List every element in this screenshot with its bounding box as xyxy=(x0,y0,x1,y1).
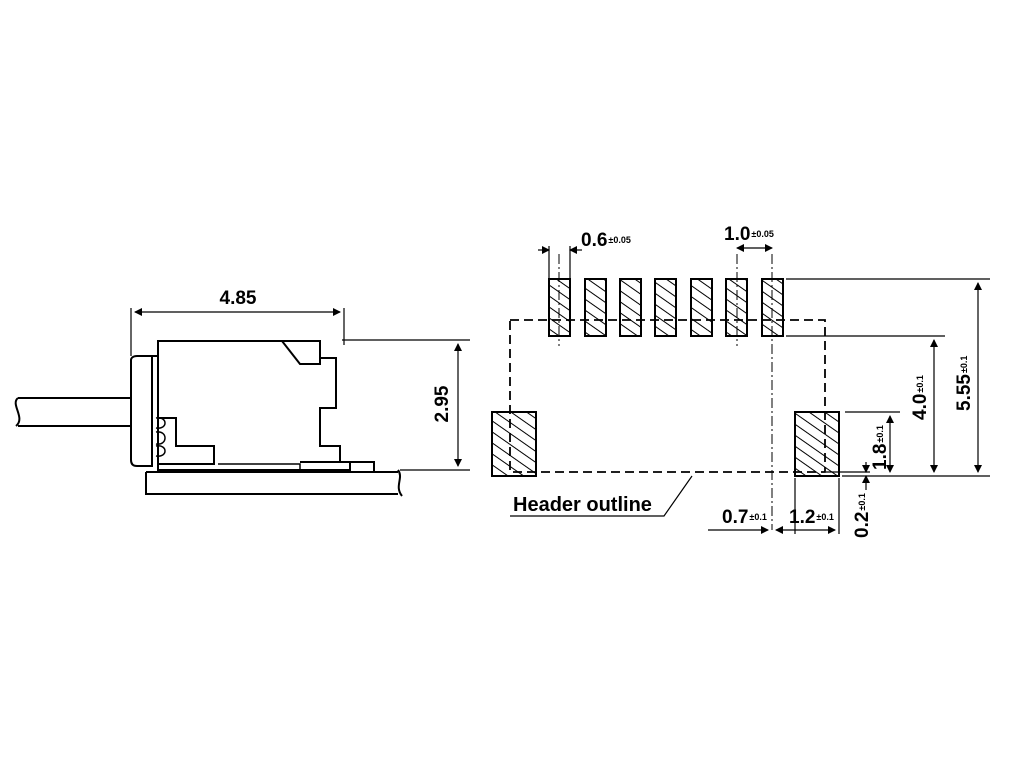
connector-body xyxy=(157,340,375,472)
pitch-dim-label: 0.6±0.05 xyxy=(581,230,631,251)
header-outline-rect xyxy=(509,319,826,473)
side-view: 4.85 2.95 xyxy=(14,288,470,497)
offset-dim-label: 0.2±0.1 xyxy=(852,493,873,538)
mount-height-dim-label: 1.8±0.1 xyxy=(870,425,891,470)
gap-dim-label: 0.7±0.1 xyxy=(722,507,767,528)
pad-center-lines xyxy=(558,254,773,530)
pad-4 xyxy=(654,278,677,337)
header-outline-callout: Header outline xyxy=(510,475,693,517)
plug-head xyxy=(130,355,166,467)
mount-width-dim-label: 1.2±0.1 xyxy=(789,507,834,528)
pitch-dimension: 0.6±0.05 xyxy=(538,230,631,282)
depth-dim-label: 4.0±0.1 xyxy=(910,375,931,420)
bottom-dimensions: 0.7±0.1 1.2±0.1 xyxy=(708,478,840,534)
mount-height-dimension: 1.8±0.1 xyxy=(870,415,894,473)
total-dimension: 5.55±0.1 xyxy=(954,282,982,473)
footprint-view: 0.6±0.05 1.0±0.05 5.55±0.1 4.0±0.1 xyxy=(491,224,990,538)
pad-2 xyxy=(584,278,607,337)
pcb-board xyxy=(145,469,403,497)
height-dim-label: 2.95 xyxy=(432,385,453,422)
height-dimension: 2.95 xyxy=(342,339,470,471)
mount-pad-right xyxy=(794,411,840,477)
mounting-pads xyxy=(491,411,840,477)
offset-dimension: 0.2±0.1 xyxy=(852,462,873,538)
pad-dim-label: 1.0±0.05 xyxy=(724,224,774,245)
pad-5 xyxy=(690,278,713,337)
header-outline-label: Header outline xyxy=(513,494,652,516)
total-dim-label: 5.55±0.1 xyxy=(954,356,975,411)
depth-dimension: 4.0±0.1 xyxy=(910,339,938,473)
width-dimension: 4.85 xyxy=(130,288,345,356)
width-dim-label: 4.85 xyxy=(220,288,257,309)
pad-dimension: 1.0±0.05 xyxy=(724,224,774,252)
pad-3 xyxy=(619,278,642,337)
cable xyxy=(14,397,131,427)
mount-pad-left xyxy=(491,411,537,477)
signal-pads xyxy=(548,278,784,337)
